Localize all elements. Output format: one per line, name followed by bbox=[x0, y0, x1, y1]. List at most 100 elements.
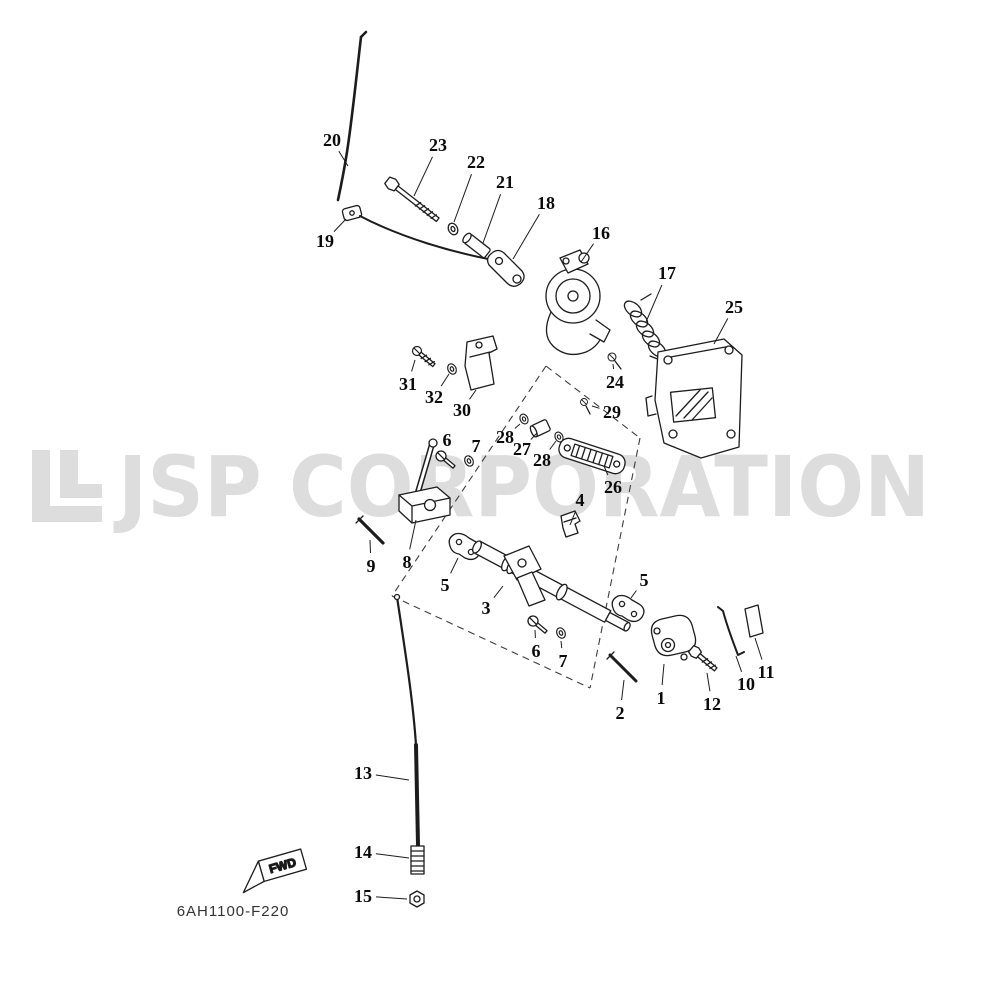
leader-line-31-9 bbox=[411, 359, 416, 372]
part-12-bolt bbox=[687, 645, 718, 672]
part-3-throttle-shaft bbox=[472, 540, 631, 632]
part-label-32: 32 bbox=[425, 387, 443, 407]
part-29-screw bbox=[580, 398, 591, 415]
part-17-spring bbox=[623, 293, 667, 361]
part-label-7: 7 bbox=[472, 436, 481, 456]
leader-line-19-8 bbox=[333, 218, 347, 232]
part-label-13: 13 bbox=[354, 763, 372, 783]
part-16-cam-assembly bbox=[545, 249, 611, 356]
part-22-washer bbox=[445, 221, 461, 237]
watermark-logo-inner bbox=[60, 450, 102, 498]
bracket-hatch bbox=[675, 389, 713, 421]
leader-line-3-24 bbox=[493, 585, 504, 599]
part-label-8: 8 bbox=[403, 552, 412, 572]
leader-line-20-0 bbox=[338, 150, 349, 167]
fwd-marker: FWD bbox=[242, 848, 308, 894]
part-label-21: 21 bbox=[496, 172, 514, 192]
leader-line-18-4 bbox=[512, 213, 540, 260]
leader-line-15-35 bbox=[375, 896, 408, 900]
part-21-collar bbox=[462, 232, 491, 259]
leader-line-17-6 bbox=[645, 284, 663, 323]
part-label-24: 24 bbox=[606, 372, 624, 392]
part-label-11: 11 bbox=[757, 662, 774, 682]
part-label-30: 30 bbox=[453, 400, 471, 420]
part-label-23: 23 bbox=[429, 135, 447, 155]
leader-line-11-32 bbox=[754, 637, 763, 660]
part-label-18: 18 bbox=[537, 193, 555, 213]
linkage-rod bbox=[359, 215, 494, 261]
part-label-12: 12 bbox=[703, 694, 721, 714]
part-19-clip bbox=[341, 204, 363, 222]
part-label-20: 20 bbox=[323, 130, 341, 150]
fwd-arrow-icon bbox=[242, 860, 265, 894]
part-label-19: 19 bbox=[316, 231, 334, 251]
leader-line-22-2 bbox=[453, 174, 472, 223]
part-27-bushing bbox=[529, 419, 551, 438]
leader-line-12-30 bbox=[706, 672, 711, 692]
leader-line-25-7 bbox=[713, 318, 729, 345]
part-28-washer-a bbox=[517, 412, 531, 426]
leader-line-28-16 bbox=[549, 440, 557, 450]
leader-line-26-17 bbox=[603, 465, 609, 476]
part-label-6: 6 bbox=[443, 430, 452, 450]
part-label-5: 5 bbox=[640, 570, 649, 590]
part-label-5: 5 bbox=[441, 575, 450, 595]
parts-drawing bbox=[336, 30, 764, 908]
leader-line-5-25 bbox=[630, 590, 637, 599]
part-label-14: 14 bbox=[354, 842, 372, 862]
watermark-logo bbox=[32, 450, 102, 522]
part-label-16: 16 bbox=[592, 223, 610, 243]
bolt-threads bbox=[414, 201, 438, 220]
leader-line-7-19 bbox=[468, 455, 471, 458]
leader-line-14-34 bbox=[375, 853, 410, 859]
part-label-15: 15 bbox=[354, 886, 372, 906]
part-25-bracket bbox=[645, 338, 743, 459]
leader-line-10-31 bbox=[735, 655, 743, 672]
part-label-25: 25 bbox=[725, 297, 743, 317]
leader-line-32-10 bbox=[440, 373, 450, 387]
leader-line-29-13 bbox=[591, 405, 600, 409]
part-11-plate bbox=[744, 604, 764, 638]
leader-line-21-3 bbox=[482, 194, 502, 244]
leader-line-13-33 bbox=[375, 774, 410, 781]
part-15-nut bbox=[409, 890, 425, 908]
part-label-4: 4 bbox=[576, 490, 585, 510]
part-label-28: 28 bbox=[533, 450, 551, 470]
part-label-31: 31 bbox=[399, 374, 417, 394]
leader-line-4-20 bbox=[569, 511, 576, 526]
leader-line-16-5 bbox=[580, 243, 595, 263]
watermark-layer: JSP CORPORATION bbox=[32, 438, 930, 536]
construction-lines bbox=[391, 365, 641, 689]
watermark-text: JSP CORPORATION bbox=[113, 438, 930, 536]
part-30-bracket bbox=[464, 335, 498, 391]
part-8-lever bbox=[398, 438, 451, 524]
part-23-bolt bbox=[384, 176, 440, 223]
part-label-22: 22 bbox=[467, 152, 485, 172]
rack-teeth bbox=[575, 445, 609, 467]
part-label-1: 1 bbox=[657, 688, 666, 708]
part-label-6: 6 bbox=[532, 641, 541, 661]
part-label-29: 29 bbox=[603, 402, 621, 422]
part-2-pin bbox=[606, 651, 638, 683]
part-10-link-rod bbox=[717, 606, 745, 656]
part-26-adjust-lever bbox=[558, 437, 626, 475]
leader-line-24-12 bbox=[612, 363, 615, 370]
part-1-bracket bbox=[650, 614, 697, 661]
leader-line-28-14 bbox=[514, 423, 521, 429]
leader-line-9-21 bbox=[369, 539, 371, 554]
part-label-2: 2 bbox=[616, 703, 625, 723]
leader-line-1-29 bbox=[661, 663, 665, 686]
part-13-rod bbox=[393, 593, 420, 847]
part-31-screw bbox=[411, 345, 436, 368]
part-label-26: 26 bbox=[604, 477, 622, 497]
part-label-17: 17 bbox=[658, 263, 676, 283]
part-label-7: 7 bbox=[559, 651, 568, 671]
part-14-threaded-stud bbox=[410, 845, 425, 875]
leader-line-8-22 bbox=[409, 519, 417, 550]
diagram-code: 6AH1100-F220 bbox=[177, 903, 290, 920]
leader-line-30-11 bbox=[469, 389, 477, 400]
part-7-washer-b bbox=[554, 625, 568, 641]
leader-line-5-23 bbox=[450, 557, 459, 574]
